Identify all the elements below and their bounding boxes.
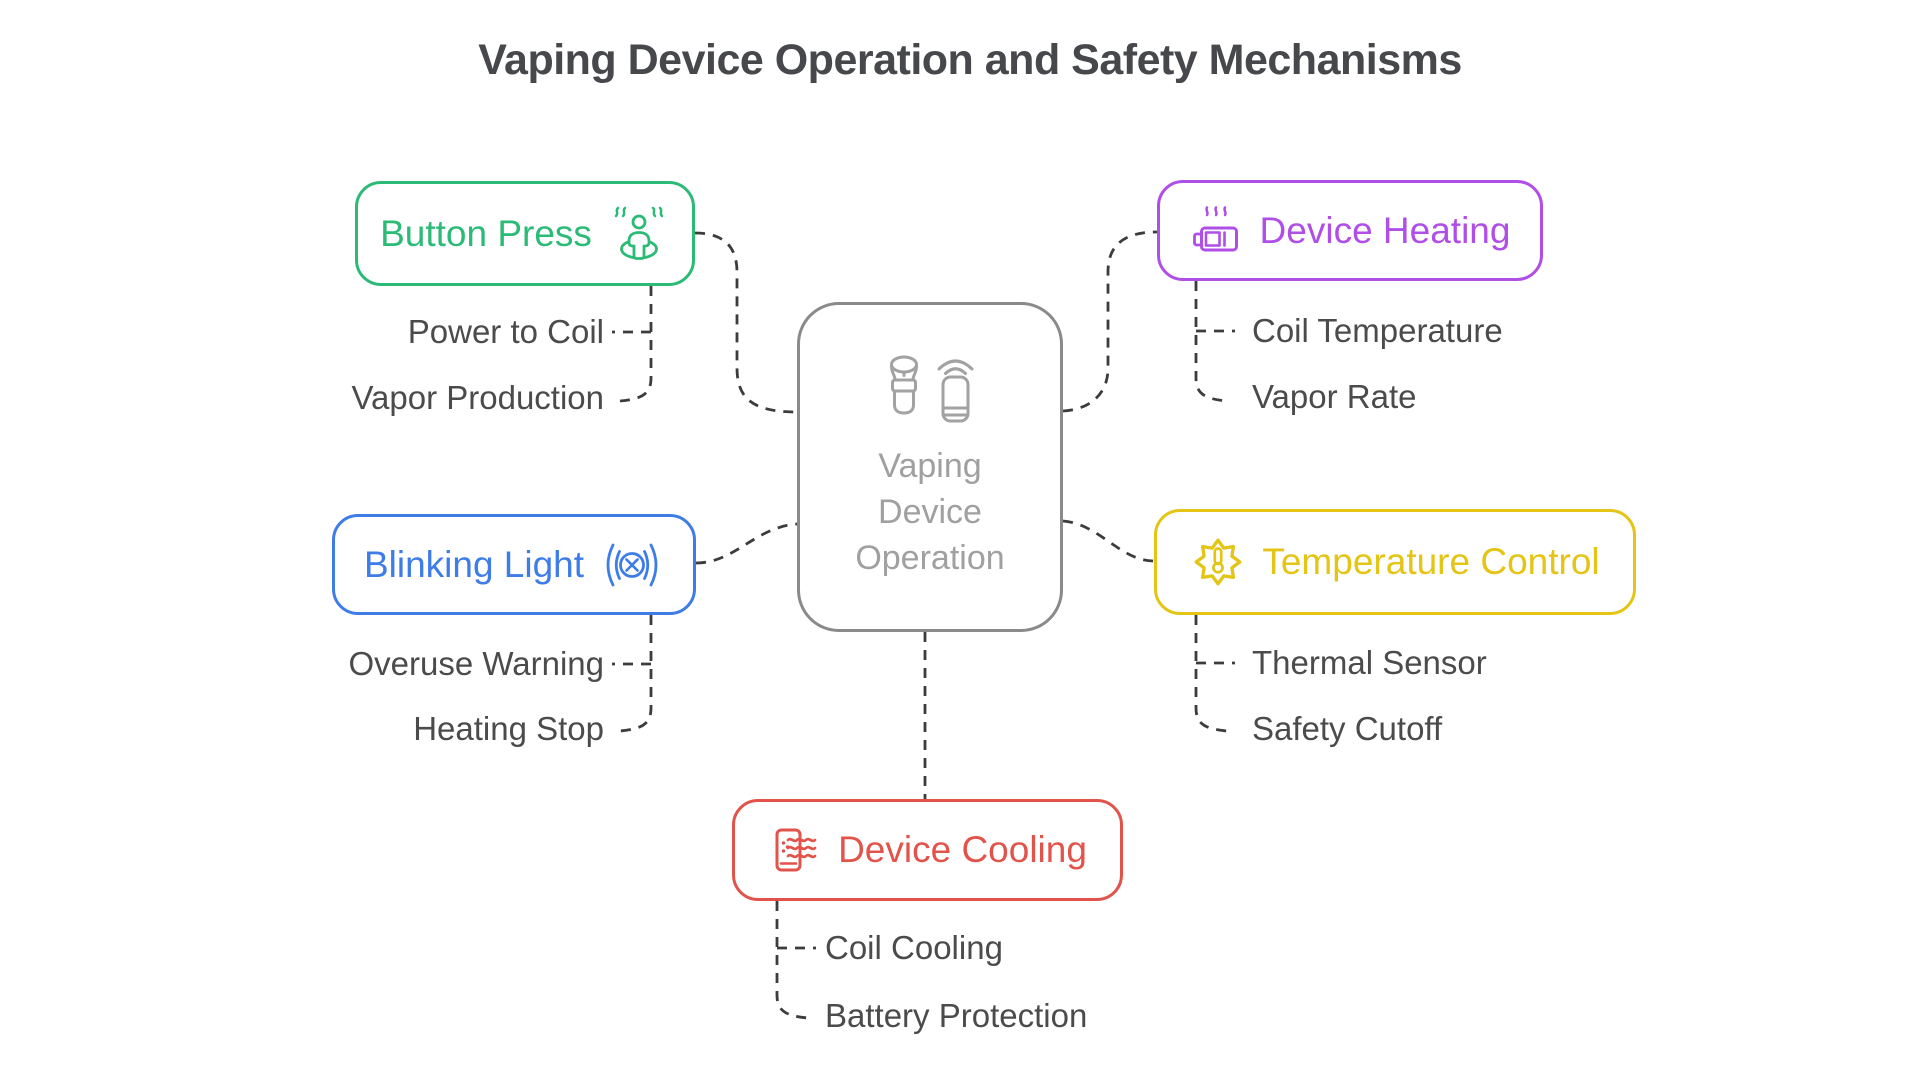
connector-center-temperature-control: [1062, 519, 1155, 563]
leaf-overuse-warning: Overuse Warning: [348, 645, 604, 682]
branch-node-device-heating: Device Heating: [1157, 180, 1543, 281]
center-node-vaping-device-operation: Vaping Device Operation: [797, 302, 1063, 632]
airflow-icon: [775, 828, 817, 872]
center-node-label: Vaping Device Operation: [855, 447, 1005, 577]
leaf-coil-cooling: Coil Cooling: [825, 929, 1003, 966]
leaf-battery-protection: Battery Protection: [825, 997, 1088, 1034]
leaf-heating-stop: Heating Stop: [413, 710, 604, 747]
branch-label: Blinking Light: [363, 543, 585, 585]
diagram-title: Vaping Device Operation and Safety Mecha…: [478, 36, 1462, 84]
connector-blinking-light-center: [695, 522, 798, 565]
stem-blinking-light-leaves: [619, 615, 653, 733]
branch-label: Device Heating: [1259, 209, 1511, 251]
battery-heat-icon: [1192, 205, 1238, 251]
vape-device-icon: [890, 355, 974, 423]
stem-button-press-leaves: [619, 286, 653, 403]
leaf-safety-cutoff: Safety Cutoff: [1252, 710, 1443, 747]
stem-device-cooling-leaves: [775, 901, 809, 1020]
branch-label: Button Press: [380, 212, 592, 254]
stem-temperature-control-leaves: [1194, 615, 1228, 733]
branch-label: Temperature Control: [1262, 541, 1600, 582]
connector-center-device-heating: [1062, 230, 1158, 413]
branch-node-device-cooling: Device Cooling: [732, 799, 1123, 901]
stem-device-heating-leaves: [1194, 281, 1228, 403]
leaf-thermal-sensor: Thermal Sensor: [1252, 644, 1487, 681]
gear-thermometer-icon: [1194, 538, 1242, 586]
leaf-vapor-rate: Vapor Rate: [1252, 378, 1417, 415]
leaf-coil-temperature: Coil Temperature: [1252, 312, 1503, 349]
blinking-light-icon: [606, 543, 658, 586]
leaf-power-to-coil: Power to Coil: [407, 313, 604, 350]
branch-label: Device Cooling: [838, 829, 1087, 870]
branch-node-temperature-control: Temperature Control: [1154, 509, 1636, 615]
branch-node-blinking-light: Blinking Light: [332, 514, 696, 615]
connector-button-press-center: [694, 231, 798, 414]
person-press-icon: [614, 206, 664, 260]
leaf-vapor-production: Vapor Production: [351, 379, 604, 416]
branch-node-button-press: Button Press: [355, 181, 695, 286]
